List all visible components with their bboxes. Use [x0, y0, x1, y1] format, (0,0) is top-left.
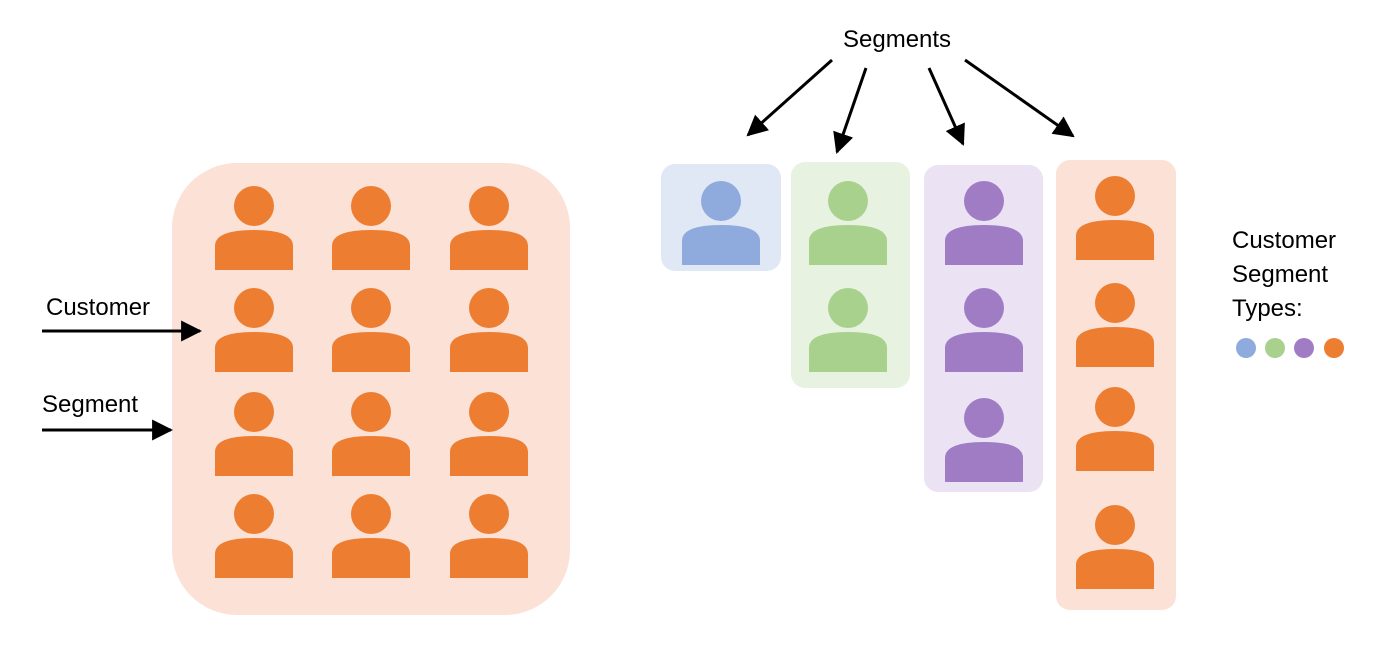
segments-arrow-3 — [927, 67, 965, 146]
segment-orange-person-icon — [1076, 387, 1154, 471]
legend-line: Segment — [1232, 261, 1329, 288]
segment-box-orange — [1056, 160, 1176, 610]
customer-person-icon — [450, 494, 528, 578]
segment-purple-person-icon — [945, 181, 1023, 265]
segments-arrow-1 — [746, 58, 833, 137]
segment-orange-person-icon — [1076, 283, 1154, 367]
customer-person-icon — [215, 186, 293, 270]
customer-person-icon — [215, 494, 293, 578]
customer-person-icon — [332, 392, 410, 476]
customer-person-icon — [215, 392, 293, 476]
customer-label: Customer — [46, 294, 151, 321]
segment-green-person-icon — [809, 288, 887, 372]
customer-person-icon — [332, 288, 410, 372]
legend-dot-purple-icon — [1294, 338, 1314, 358]
legend-line: Types: — [1232, 295, 1303, 322]
segment-purple-person-icon — [945, 288, 1023, 372]
legend-title: Customer Segment Types: — [1232, 224, 1336, 326]
segments-arrow-4 — [964, 58, 1075, 138]
segment-box-green — [791, 162, 910, 388]
segment-blue-person-icon — [682, 181, 760, 265]
legend-dot-green-icon — [1265, 338, 1285, 358]
customer-person-icon — [332, 494, 410, 578]
segment-label: Segment — [42, 391, 139, 418]
segment-purple-person-icon — [945, 398, 1023, 482]
all-customers-group — [172, 163, 570, 615]
segment-orange-person-icon — [1076, 505, 1154, 589]
customer-person-icon — [215, 288, 293, 372]
legend-line: Customer — [1232, 227, 1337, 254]
customer-person-icon — [332, 186, 410, 270]
legend-dot-orange-icon — [1324, 338, 1344, 358]
customer-person-icon — [450, 186, 528, 270]
legend-dot-blue-icon — [1236, 338, 1256, 358]
customer-person-icon — [450, 392, 528, 476]
segments-arrow-2 — [833, 67, 868, 154]
customer-person-icon — [450, 288, 528, 372]
segment-orange-person-icon — [1076, 176, 1154, 260]
segments-label: Segments — [843, 26, 952, 53]
segment-green-person-icon — [809, 181, 887, 265]
